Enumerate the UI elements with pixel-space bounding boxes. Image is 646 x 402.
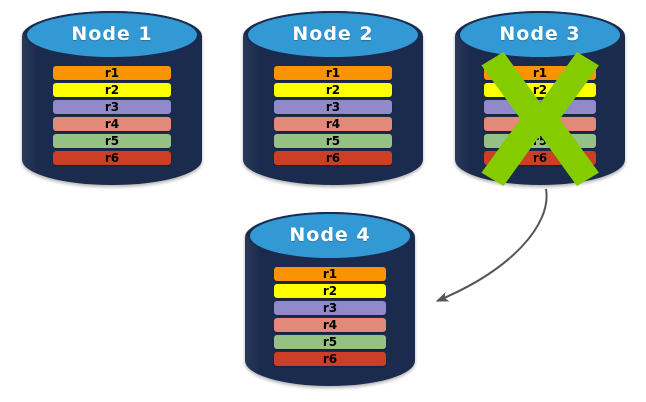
record-rows: r1 r2 r3 r4 r5 r6 <box>273 267 387 366</box>
record-row-r3: r3 <box>273 301 387 315</box>
record-row-r4: r4 <box>52 117 172 131</box>
record-rows: r1 r2 r3 r4 r5 r6 <box>483 66 597 165</box>
record-row-r1: r1 <box>483 66 597 80</box>
record-rows: r1 r2 r3 r4 r5 r6 <box>273 66 393 165</box>
cylinder-top-disc <box>245 11 421 59</box>
record-row-r2: r2 <box>483 83 597 97</box>
record-row-r1: r1 <box>273 267 387 281</box>
replication-arrow <box>435 188 548 302</box>
record-row-r2: r2 <box>273 284 387 298</box>
cylinder-top-disc <box>24 11 200 59</box>
record-row-r2: r2 <box>52 83 172 97</box>
record-row-r5: r5 <box>483 134 597 148</box>
record-row-r1: r1 <box>273 66 393 80</box>
record-row-r5: r5 <box>52 134 172 148</box>
cylinder-top-disc <box>247 212 413 260</box>
record-row-r5: r5 <box>273 134 393 148</box>
record-row-r5: r5 <box>273 335 387 349</box>
record-row-r3: r3 <box>52 100 172 114</box>
record-row-r6: r6 <box>273 352 387 366</box>
record-row-r6: r6 <box>273 151 393 165</box>
record-row-r3: r3 <box>483 100 597 114</box>
record-row-r3: r3 <box>273 100 393 114</box>
record-row-r4: r4 <box>273 117 393 131</box>
cylinder-top-disc <box>457 11 623 59</box>
record-row-r4: r4 <box>483 117 597 131</box>
record-row-r2: r2 <box>273 83 393 97</box>
record-rows: r1 r2 r3 r4 r5 r6 <box>52 66 172 165</box>
record-row-r6: r6 <box>483 151 597 165</box>
record-row-r6: r6 <box>52 151 172 165</box>
record-row-r1: r1 <box>52 66 172 80</box>
record-row-r4: r4 <box>273 318 387 332</box>
